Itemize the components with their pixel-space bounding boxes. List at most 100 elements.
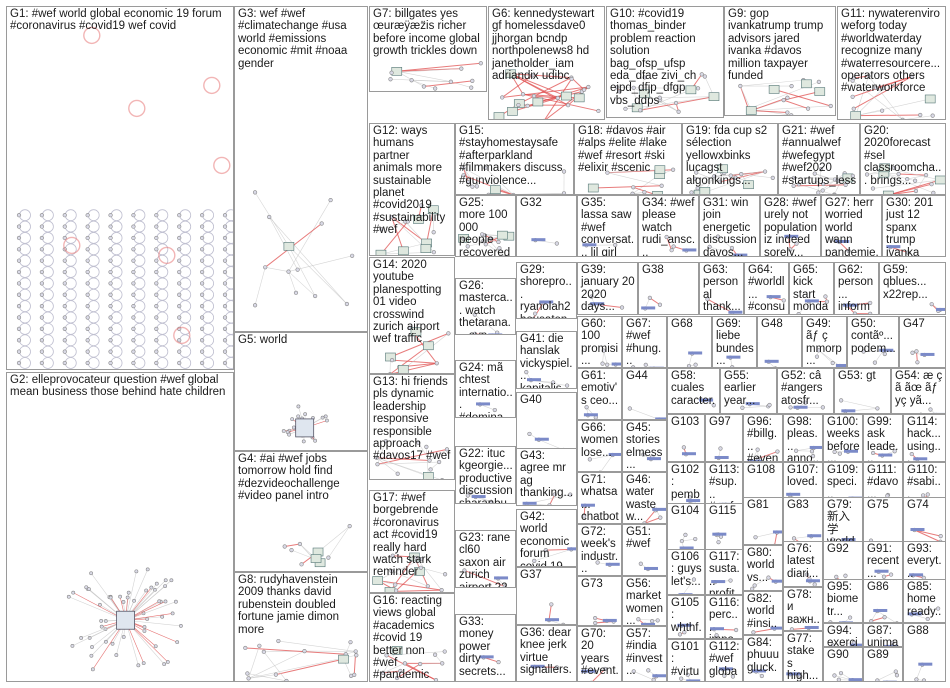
vertex [79,636,84,640]
vertex [785,95,790,100]
vertex [177,304,182,309]
vertex [631,85,636,90]
group-box-g32: G32 [516,195,577,257]
group-box-g100: G100: weeks before... [823,414,863,462]
group-graph-g70 [581,666,608,681]
vertex [296,414,301,419]
vertex [828,103,833,109]
vertex [108,349,113,354]
vertex [900,117,905,119]
group-graph-g27 [832,238,851,254]
vertex [794,448,799,453]
vertex [39,269,44,275]
vertex [414,555,419,561]
vertex [929,302,934,307]
vertex [395,471,400,476]
vertex [716,540,721,545]
group-graph-g66 [587,452,621,471]
vertex [108,360,113,366]
group-box-g38: G38 [638,262,699,315]
vertex [816,348,821,353]
vertex [642,521,647,523]
vertex [62,349,67,354]
vertex [348,640,353,645]
vertex [590,680,593,681]
vertex [170,611,175,616]
group-box-g16: G16: reacting views global #academics #c… [369,593,455,682]
group-box-g12: G12: ways humans partner animals more su… [369,123,455,256]
group-graph-g91 [874,569,894,579]
vertex [62,281,67,286]
vertex [846,248,851,254]
group-box-g94: G94: exercise [823,623,863,647]
vertex [154,258,159,263]
vertex [770,175,775,180]
vertex [617,89,622,94]
vertex [851,106,856,111]
vertex [828,620,833,622]
group-graph-g13 [374,439,450,479]
group-box-g79: G79: 新入学 world... [823,497,863,545]
vertex [794,241,799,246]
vertex [882,351,887,357]
group-graph-g25 [458,230,515,256]
group-graph-g51 [638,561,658,572]
group-graph-g7 [388,61,483,91]
vertex [108,235,113,241]
vertex [866,74,871,79]
group-graph-g49 [814,348,846,367]
vertex [389,214,394,220]
vertex [524,370,529,375]
group-graph-g31 [707,234,748,256]
vertex [85,338,90,343]
vertex [695,186,700,191]
vertex [642,190,647,194]
vertex [163,584,168,588]
group-graph-g77 [786,672,803,679]
vertex [62,235,67,241]
group-graph-g10 [615,72,720,114]
vertex [39,315,44,320]
group-box-g47: G47 [899,316,946,368]
vertex [810,453,816,459]
group-box-g70: G70: 20 years #event... [577,626,622,682]
group-box-g9: G9: gop ivankatrump trump advisors jared… [724,6,836,116]
vertex [108,269,113,275]
group-graph-g30 [886,245,911,255]
group-box-g26: G26: masterca... watch thetarana... evp … [455,278,516,335]
vertex [913,188,919,194]
vertex [643,362,648,367]
vertex [222,224,228,229]
group-box-g99: G99: ask leade... [863,414,903,462]
group-graph-g97 [714,446,729,461]
vertex [885,680,889,681]
vertex [717,179,723,184]
vertex [601,348,606,353]
vertex [121,600,126,604]
vertex [284,678,289,681]
vertex [874,85,879,90]
group-graph-g112 [718,667,736,679]
vertex [638,108,643,113]
group-graph-g58 [699,398,716,408]
group-box-g87: G87: unimagi... [863,623,903,647]
vertex [835,178,840,183]
vertex [200,360,205,366]
vertex [62,315,67,320]
vertex [350,253,355,258]
vertex [730,674,736,679]
vertex [502,584,507,587]
vertex [287,432,291,437]
group-box-g64: G64: #worldl... #consu... [744,262,789,315]
vertex [605,362,610,367]
vertex [495,330,500,334]
vertex [587,457,592,462]
vertex [492,407,497,413]
vertex [108,326,113,331]
vertex [689,190,694,194]
group-graph-g1 [16,26,233,369]
vertex [389,569,394,574]
vertex [149,585,154,590]
vertex [62,338,67,343]
vertex [671,167,676,172]
